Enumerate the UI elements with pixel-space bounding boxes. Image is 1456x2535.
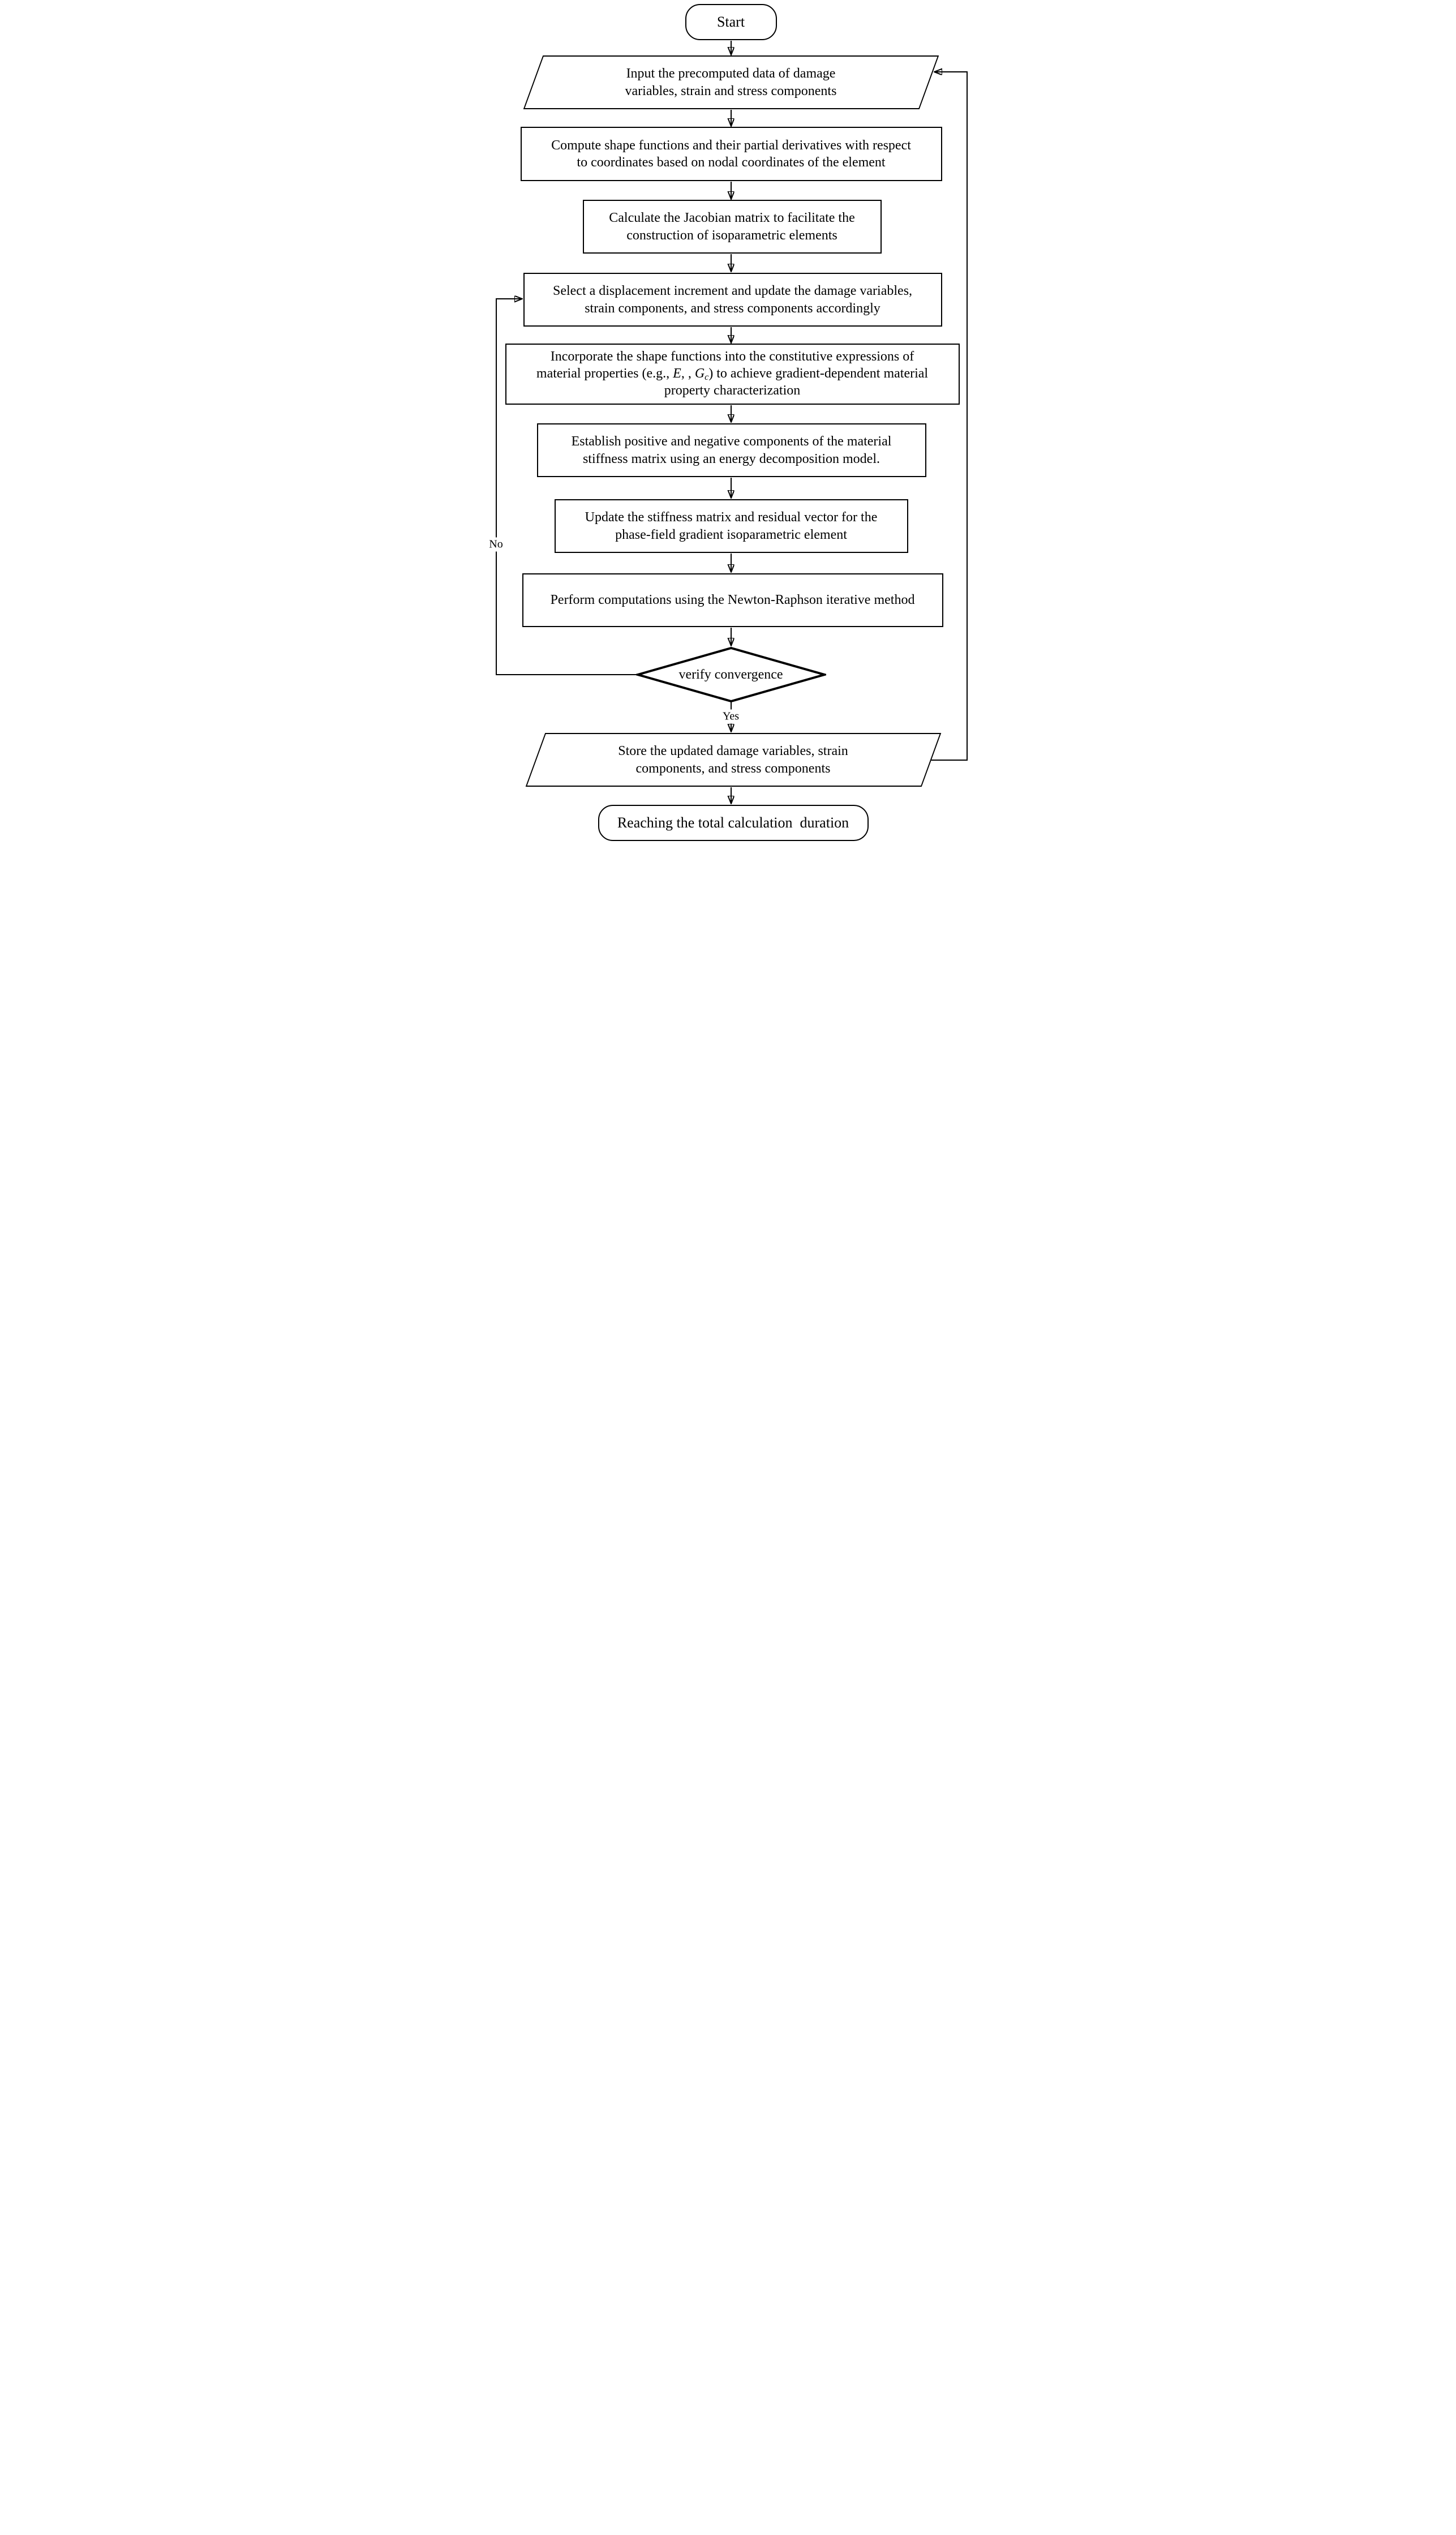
node-select-line-2: strain components, and stress components… bbox=[585, 301, 881, 316]
node-jacobian-line-1: Calculate the Jacobian matrix to facilit… bbox=[609, 211, 855, 226]
node-select-increment: Select a displacement increment and upda… bbox=[523, 273, 942, 327]
symbol-E: E bbox=[673, 366, 681, 381]
node-incorporate-line-3: property characterization bbox=[664, 383, 801, 398]
node-update-line-1: Update the stiffness matrix and residual… bbox=[585, 510, 878, 525]
node-newton-raphson: Perform computations using the Newton-Ra… bbox=[522, 573, 943, 627]
node-compute-line-2: to coordinates based on nodal coordinate… bbox=[577, 155, 886, 170]
node-decision-label: verify convergence bbox=[678, 667, 783, 682]
label-yes: Yes bbox=[720, 709, 741, 724]
node-incorporate-shape-functions: Incorporate the shape functions into the… bbox=[505, 344, 960, 405]
diamond-shape bbox=[635, 646, 826, 703]
node-incorporate-line-2: material properties (e.g., E, , Gc) to a… bbox=[536, 366, 928, 383]
node-newton-label: Perform computations using the Newton-Ra… bbox=[550, 593, 915, 608]
node-store-results: Store the updated damage variables, stra… bbox=[525, 733, 941, 787]
formula-post: ) to achieve gradient-dependent material bbox=[708, 366, 929, 381]
flowchart: Start Input the precomputed data of dama… bbox=[485, 0, 971, 845]
label-no: No bbox=[487, 537, 505, 552]
node-select-line-1: Select a displacement increment and upda… bbox=[552, 284, 913, 299]
node-compute-shape-functions: Compute shape functions and their partia… bbox=[520, 127, 942, 181]
node-jacobian-line-2: construction of isoparametric elements bbox=[626, 228, 837, 243]
node-start-label: Start bbox=[716, 14, 745, 31]
node-store-line-1: Store the updated damage variables, stra… bbox=[618, 744, 848, 759]
node-input-line-2: variables, strain and stress components bbox=[625, 83, 837, 98]
node-end-label: Reaching the total calculation duration bbox=[617, 814, 849, 831]
node-establish-line-1: Establish positive and negative componen… bbox=[571, 434, 892, 449]
node-update-stiffness: Update the stiffness matrix and residual… bbox=[554, 499, 908, 553]
node-store-line-2: components, and stress components bbox=[635, 761, 831, 776]
formula-pre: material properties (e.g., bbox=[536, 366, 673, 381]
node-end: Reaching the total calculation duration bbox=[598, 805, 869, 841]
symbol-G: G bbox=[694, 366, 705, 381]
formula-mid: , , bbox=[681, 366, 695, 381]
node-establish-line-2: stiffness matrix using an energy decompo… bbox=[582, 451, 881, 466]
node-verify-convergence: verify convergence bbox=[635, 646, 826, 703]
edge-no-loop bbox=[495, 299, 637, 675]
edge-feedback-loop bbox=[930, 72, 968, 761]
node-input-line-1: Input the precomputed data of damage bbox=[626, 66, 836, 82]
connector-layer bbox=[495, 41, 968, 845]
node-compute-line-1: Compute shape functions and their partia… bbox=[551, 138, 911, 153]
node-update-line-2: phase-field gradient isoparametric eleme… bbox=[615, 527, 847, 542]
node-establish-components: Establish positive and negative componen… bbox=[536, 423, 926, 477]
node-jacobian-matrix: Calculate the Jacobian matrix to facilit… bbox=[582, 200, 882, 254]
node-start: Start bbox=[685, 4, 777, 40]
node-incorporate-line-1: Incorporate the shape functions into the… bbox=[550, 349, 914, 364]
symbol-G-subscript: c bbox=[705, 372, 709, 382]
node-input-data: Input the precomputed data of damage var… bbox=[523, 55, 939, 109]
